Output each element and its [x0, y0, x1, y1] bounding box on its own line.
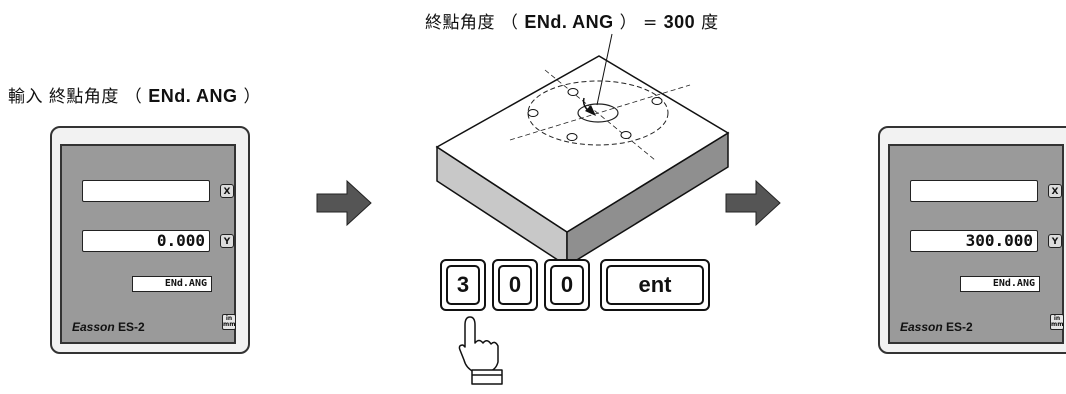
key-ent[interactable]: ent: [600, 259, 710, 311]
y-axis-button[interactable]: Y: [220, 234, 234, 248]
y-readout: 300.000: [910, 230, 1038, 252]
key-0[interactable]: 0: [544, 259, 590, 311]
dro-panel: X 0.000 Y ENd.ANG Easson ES-2 in mm: [60, 144, 236, 344]
dro-panel: X 300.000 Y ENd.ANG Easson ES-2 in mm: [888, 144, 1064, 344]
left-caption: 輸入 終點角度 （ ENd. ANG ）: [8, 82, 261, 107]
caption-text: ） =: [619, 13, 658, 33]
pointing-hand-icon: [458, 316, 503, 385]
x-readout: [910, 180, 1038, 202]
step-arrow-icon: [316, 179, 372, 227]
caption-code: ENd. ANG: [148, 86, 238, 106]
caption-code: ENd. ANG: [524, 12, 614, 32]
key-label: 3: [446, 265, 480, 305]
brand-label: Easson ES-2: [72, 320, 145, 334]
function-display: ENd.ANG: [960, 276, 1040, 292]
key-label: 0: [498, 265, 532, 305]
workpiece-icon: [435, 55, 730, 268]
key-0[interactable]: 0: [492, 259, 538, 311]
caption-text: ）: [243, 87, 261, 107]
in-mm-button[interactable]: in mm: [222, 314, 236, 330]
x-readout: [82, 180, 210, 202]
key-3[interactable]: 3: [440, 259, 486, 311]
model-name: ES-2: [946, 320, 973, 334]
dro-unit-before: X 0.000 Y ENd.ANG Easson ES-2 in mm: [50, 126, 250, 354]
key-label: ent: [606, 265, 704, 305]
brand-name: Easson: [72, 320, 115, 334]
top-caption: 終點角度 （ ENd. ANG ） = 300 度: [425, 8, 719, 33]
step-arrow-icon: [725, 179, 781, 227]
model-name: ES-2: [118, 320, 145, 334]
unit-in: in: [225, 315, 233, 322]
caption-text: 終點角度 （: [425, 13, 519, 33]
brand-name: Easson: [900, 320, 943, 334]
x-axis-button[interactable]: X: [1048, 184, 1062, 198]
caption-value: 300: [663, 12, 696, 32]
brand-label: Easson ES-2: [900, 320, 973, 334]
dro-unit-after: X 300.000 Y ENd.ANG Easson ES-2 in mm: [878, 126, 1066, 354]
x-axis-button[interactable]: X: [220, 184, 234, 198]
leader-line: [596, 33, 613, 106]
key-label: 0: [550, 265, 584, 305]
y-readout: 0.000: [82, 230, 210, 252]
unit-mm: mm: [1051, 321, 1064, 328]
unit-in: in: [1053, 315, 1061, 322]
y-axis-button[interactable]: Y: [1048, 234, 1062, 248]
in-mm-button[interactable]: in mm: [1050, 314, 1064, 330]
caption-unit: 度: [701, 13, 719, 33]
unit-mm: mm: [223, 321, 236, 328]
caption-text: 輸入 終點角度 （: [8, 87, 143, 107]
function-display: ENd.ANG: [132, 276, 212, 292]
